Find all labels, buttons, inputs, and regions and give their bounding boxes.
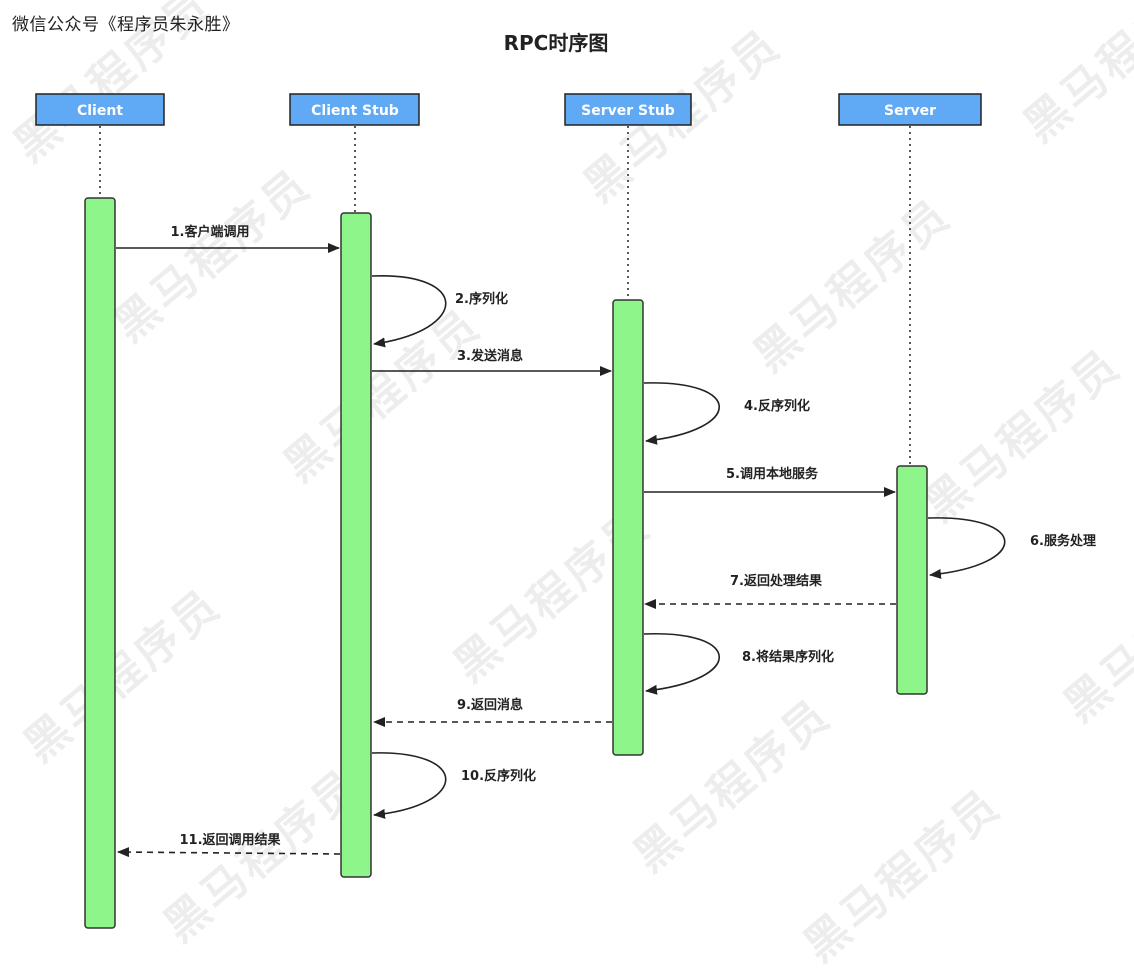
- message-3: 3.发送消息: [372, 348, 612, 376]
- message-label: 10.反序列化: [461, 768, 536, 784]
- participant-client: Client: [35, 93, 165, 126]
- message-9: 9.返回消息: [373, 697, 612, 727]
- message-4-self: 4.反序列化: [643, 382, 810, 445]
- message-label: 4.反序列化: [744, 398, 810, 414]
- message-8-self: 8.将结果序列化: [643, 633, 834, 695]
- message-6-self: 6.服务处理: [927, 517, 1096, 579]
- message-1: 1.客户端调用: [116, 224, 340, 253]
- sequence-diagram: RPC时序图 Client Client Stub Server Stub Se…: [35, 31, 1096, 929]
- diagram-title: RPC时序图: [504, 31, 609, 55]
- activation-client: [84, 197, 116, 929]
- activation-server: [896, 465, 928, 695]
- activation-client-stub: [340, 212, 372, 878]
- message-label: 3.发送消息: [457, 348, 523, 364]
- message-7: 7.返回处理结果: [644, 573, 896, 609]
- participant-label: Server: [884, 103, 936, 119]
- message-label: 8.将结果序列化: [742, 649, 834, 665]
- message-label: 2.序列化: [455, 291, 508, 307]
- participant-server: Server: [838, 93, 982, 126]
- participant-client-stub: Client Stub: [289, 93, 420, 126]
- participant-label: Server Stub: [581, 103, 675, 119]
- message-2-self: 2.序列化: [371, 275, 508, 348]
- message-5: 5.调用本地服务: [644, 466, 896, 497]
- participant-server-stub: Server Stub: [564, 93, 692, 126]
- corner-watermark: 微信公众号《程序员朱永胜》: [12, 15, 240, 35]
- participant-label: Client Stub: [311, 103, 399, 119]
- message-10-self: 10.反序列化: [371, 752, 536, 819]
- message-label: 9.返回消息: [457, 697, 523, 713]
- message-11: 11.返回调用结果: [117, 832, 341, 858]
- activation-server-stub: [612, 299, 644, 756]
- message-label: 1.客户端调用: [171, 224, 250, 240]
- message-label: 6.服务处理: [1030, 533, 1096, 549]
- lifelines: [99, 126, 911, 467]
- message-label: 7.返回处理结果: [730, 573, 822, 589]
- message-label: 11.返回调用结果: [179, 832, 280, 848]
- message-label: 5.调用本地服务: [726, 466, 819, 482]
- participant-label: Client: [77, 103, 123, 119]
